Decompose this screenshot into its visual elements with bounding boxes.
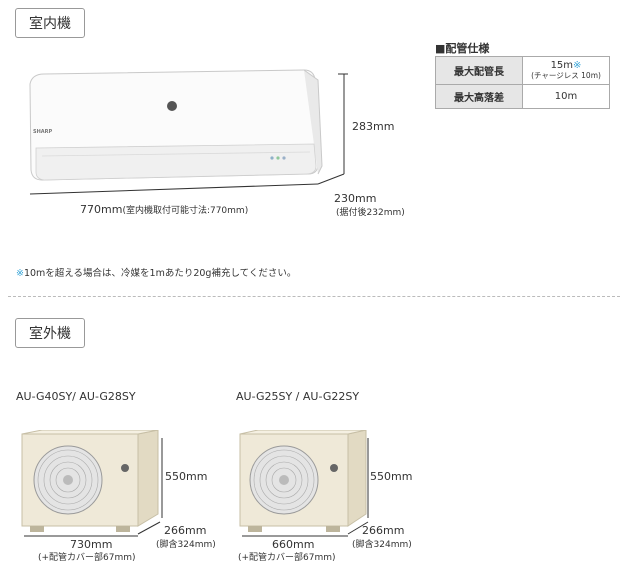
section-divider (8, 296, 620, 297)
indoor-width-value: 770mm (80, 203, 123, 216)
outdoor-unit-2-models: AU-G25SY / AU-G22SY (236, 390, 360, 403)
outdoor-unit-2-depth-note: (脚含324mm) (352, 540, 412, 550)
table-row: 最大配管長 15m※ (チャージレス 10m) (435, 56, 610, 85)
indoor-label: 室内機 (15, 8, 85, 38)
outdoor-unit-1-depth-note: (脚含324mm) (156, 540, 216, 550)
outdoor-unit-2-drawing (239, 430, 369, 537)
outdoor-unit-1-width: 730mm (70, 538, 113, 551)
outdoor-unit-1-depth: 266mm (164, 524, 207, 537)
outdoor-unit-2-width: 660mm (272, 538, 315, 551)
outdoor-unit-1-drawing (21, 430, 163, 537)
piping-title: ■配管仕様 (435, 42, 490, 55)
piping-row-value: 15m※ (チャージレス 10m) (522, 56, 610, 85)
indoor-width-note: (室内機取付可能寸法:770mm) (122, 206, 249, 216)
outdoor-unit-1-height: 550mm (165, 470, 208, 483)
indoor-unit-drawing (29, 69, 348, 195)
outdoor-unit-2-height: 550mm (370, 470, 413, 483)
table-row: 最大高落差 10m (435, 84, 610, 109)
indoor-depth-note: (据付後232mm) (336, 208, 405, 218)
outdoor-unit-1-models: AU-G40SY/ AU-G28SY (16, 390, 136, 403)
piping-row-label: 最大配管長 (435, 56, 523, 85)
indoor-depth: 230mm (334, 192, 377, 205)
piping-row-label: 最大高落差 (435, 84, 523, 109)
indoor-width: 770mm(室内機取付可能寸法:770mm) (80, 203, 248, 216)
outdoor-unit-2-width-note: (+配管カバー部67mm) (238, 553, 336, 563)
outdoor-label: 室外機 (15, 318, 85, 348)
outdoor-unit-2-depth: 266mm (362, 524, 405, 537)
piping-table: 最大配管長 15m※ (チャージレス 10m) 最大高落差 10m (435, 56, 610, 109)
refrigerant-note: ※10mを超える場合は、冷媒を1mあたり20g補充してください。 (16, 268, 297, 279)
outdoor-unit-1-width-note: (+配管カバー部67mm) (38, 553, 136, 563)
piping-row-value: 10m (522, 84, 610, 109)
indoor-brand: SHARP (33, 129, 53, 135)
indoor-height: 283mm (352, 120, 395, 133)
